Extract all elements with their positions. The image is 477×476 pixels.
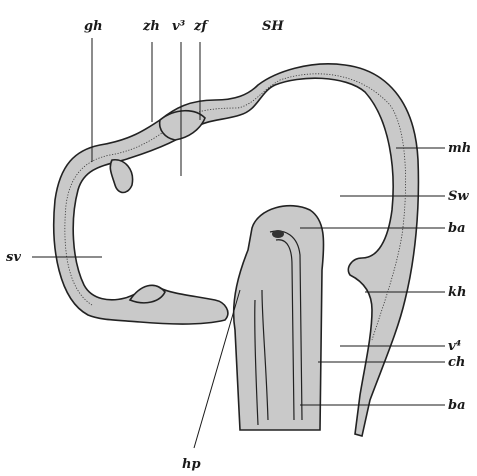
label-ba-top: ba xyxy=(448,221,466,236)
label-mh: mh xyxy=(448,141,471,156)
label-zf: zf xyxy=(193,19,209,34)
label-gh: gh xyxy=(84,19,103,34)
label-sh: SH xyxy=(262,19,284,34)
label-v4: v⁴ xyxy=(448,339,462,354)
ventral-bulge xyxy=(110,160,132,193)
label-kh: kh xyxy=(448,285,466,300)
label-sw: Sw xyxy=(448,189,469,204)
label-sv: sv xyxy=(6,250,21,265)
label-hp: hp xyxy=(182,457,201,472)
inner-fold xyxy=(234,206,324,430)
label-ch: ch xyxy=(448,355,465,370)
brain-wall xyxy=(54,64,419,436)
label-v3: v³ xyxy=(172,19,186,34)
brain-wall-outer xyxy=(54,64,419,436)
label-ba-bottom: ba xyxy=(448,398,466,413)
basilar-artery-top-dot xyxy=(272,230,284,238)
label-zh: zh xyxy=(142,19,160,34)
roof-thickening xyxy=(160,111,205,140)
